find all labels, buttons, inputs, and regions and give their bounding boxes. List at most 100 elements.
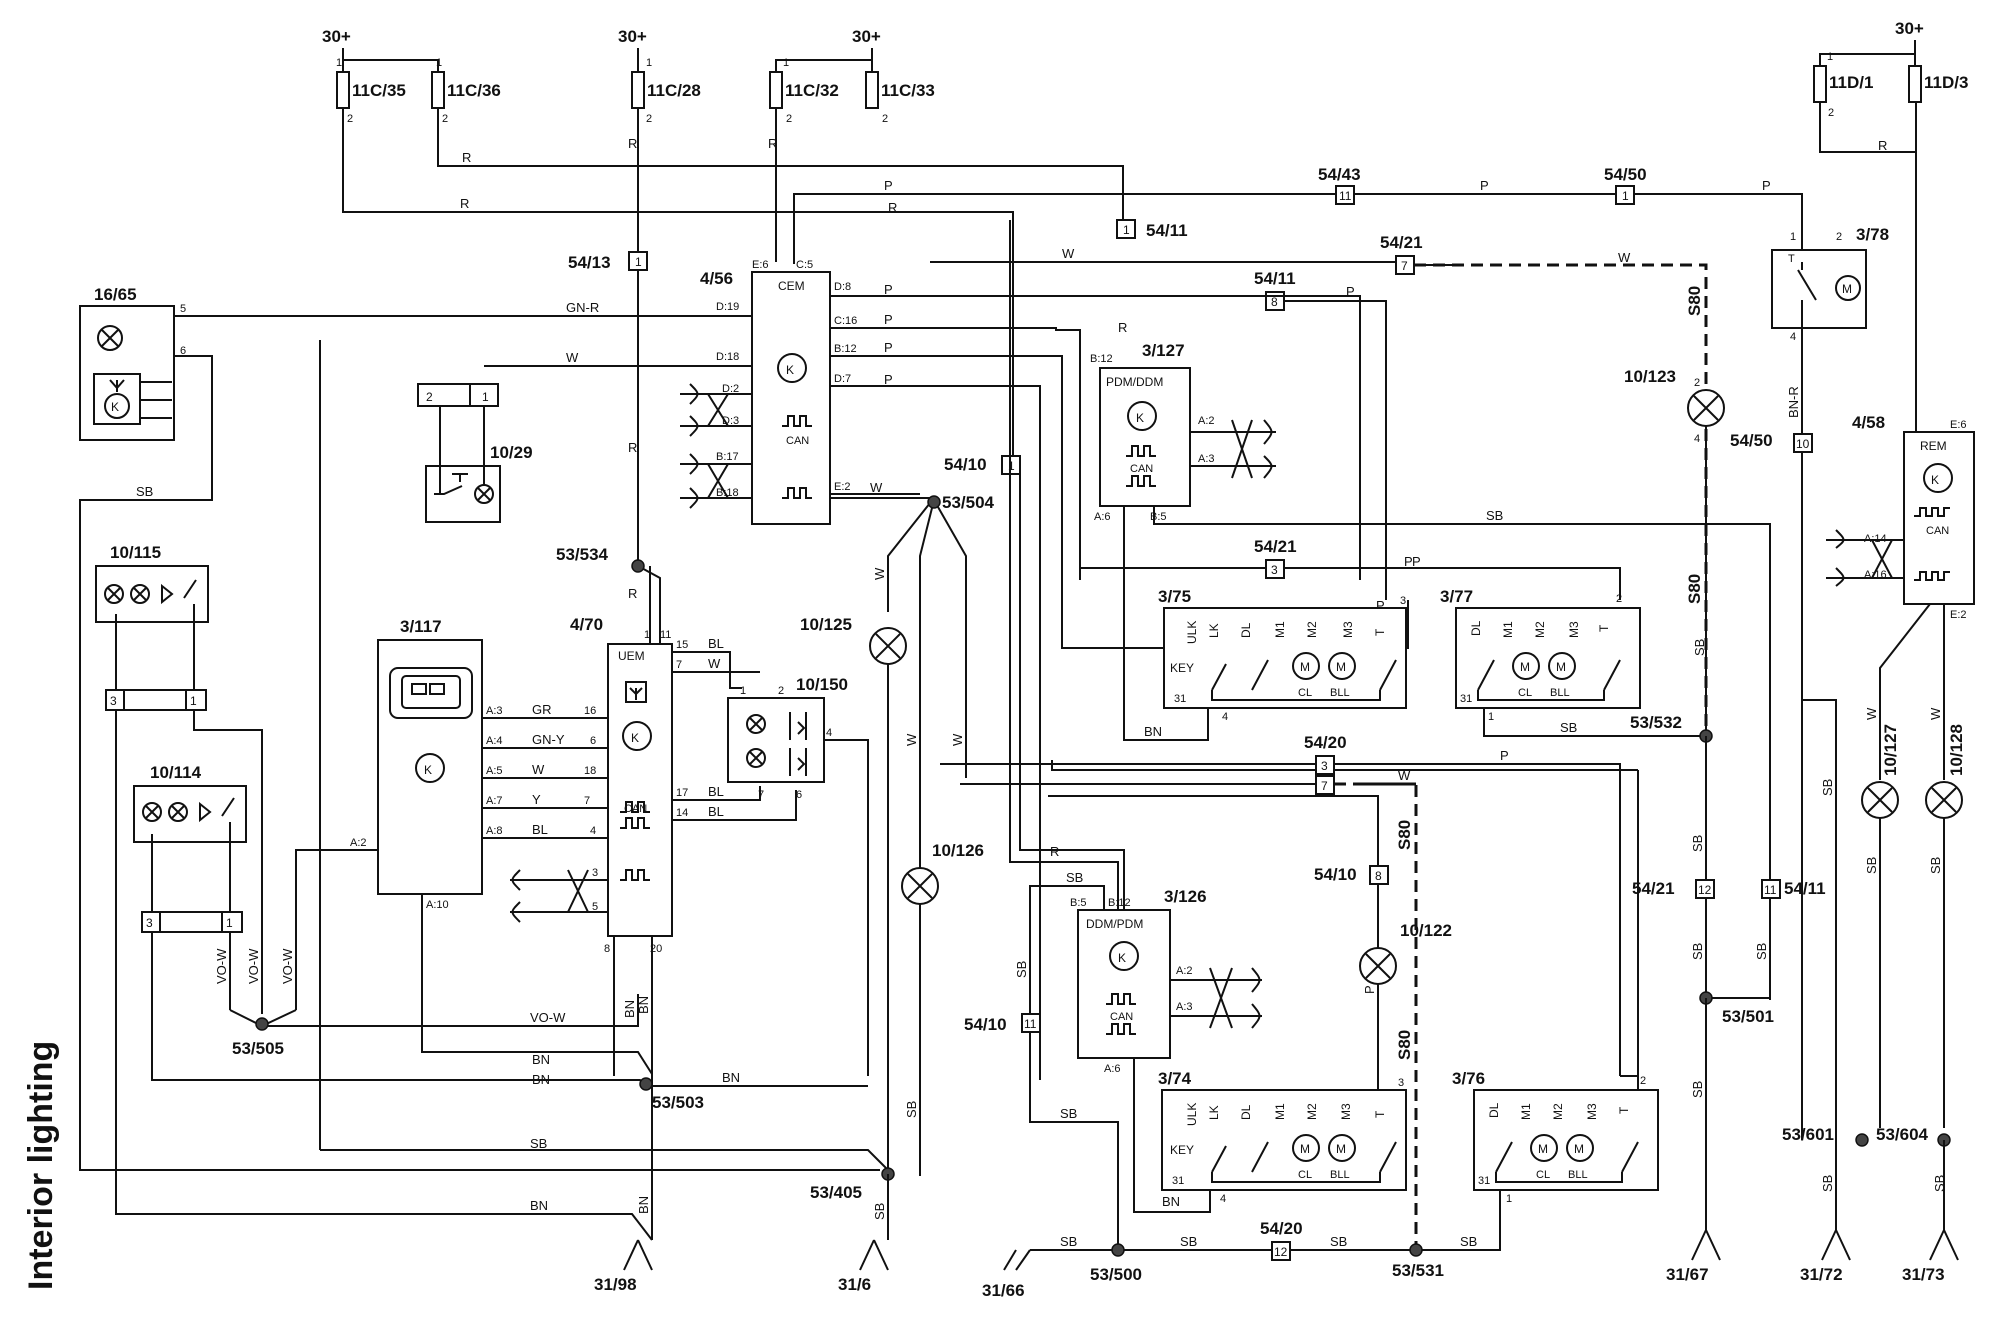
svg-text:CAN: CAN: [1110, 1011, 1133, 1023]
svg-text:3/74: 3/74: [1158, 1069, 1192, 1088]
svg-text:A:6: A:6: [1104, 1063, 1121, 1075]
svg-text:3/126: 3/126: [1164, 887, 1207, 906]
component-10-29: 2 1 W 10/29: [417, 350, 752, 523]
svg-text:CL: CL: [1536, 1169, 1550, 1181]
svg-text:SB: SB: [1820, 1175, 1835, 1192]
svg-text:10/125: 10/125: [800, 615, 852, 634]
svg-text:A:4: A:4: [486, 735, 503, 747]
svg-text:2: 2: [426, 390, 433, 404]
diagram-title: Interior lighting: [22, 1041, 60, 1290]
fuse-pin: 2: [347, 113, 353, 125]
svg-text:D:18: D:18: [716, 351, 739, 363]
svg-text:31: 31: [1460, 693, 1472, 705]
svg-text:5: 5: [592, 901, 598, 913]
svg-text:P: P: [1500, 748, 1509, 763]
svg-text:T: T: [1597, 624, 1611, 632]
splice: [631, 559, 645, 573]
svg-text:LK: LK: [1207, 623, 1221, 638]
svg-text:CAN: CAN: [1130, 463, 1153, 475]
svg-text:B:5: B:5: [1070, 897, 1087, 909]
svg-text:BN: BN: [1162, 1194, 1180, 1209]
svg-text:1: 1: [226, 916, 233, 930]
svg-text:BN: BN: [532, 1072, 550, 1087]
ground-label: 31/72: [1800, 1265, 1843, 1284]
svg-text:3: 3: [1321, 759, 1328, 773]
svg-text:D:7: D:7: [834, 373, 851, 385]
connector-54-50: [1615, 185, 1635, 205]
svg-text:ULK: ULK: [1185, 1103, 1199, 1126]
wire-color: P: [884, 178, 893, 193]
fuse-11c32: [769, 71, 783, 109]
svg-text:VO-W: VO-W: [530, 1010, 566, 1025]
svg-text:M2: M2: [1305, 1103, 1319, 1120]
component-label: 10/29: [490, 443, 533, 462]
svg-text:KEY: KEY: [1170, 661, 1194, 675]
svg-text:SB: SB: [1060, 1106, 1077, 1121]
svg-text:A:5: A:5: [486, 765, 503, 777]
module-name: UEM: [618, 649, 645, 663]
connector-54-20a: 3 7 54/20 P W: [940, 733, 1621, 1076]
svg-text:31: 31: [1172, 1175, 1184, 1187]
svg-text:CL: CL: [1298, 687, 1312, 699]
svg-text:P: P: [1404, 554, 1413, 569]
svg-text:B:12: B:12: [1108, 897, 1131, 909]
svg-text:54/20: 54/20: [1260, 1219, 1303, 1238]
svg-text:B:12: B:12: [1090, 353, 1113, 365]
connector-54-43: [1335, 185, 1355, 205]
svg-text:KEY: KEY: [1170, 1143, 1194, 1157]
svg-text:GN-R: GN-R: [566, 300, 599, 315]
fuse-11c28: [631, 71, 645, 109]
connector-label: 54/13: [568, 253, 611, 272]
svg-text:53/405: 53/405: [810, 1183, 862, 1202]
svg-text:BL: BL: [708, 804, 724, 819]
svg-text:BLL: BLL: [1568, 1169, 1588, 1181]
svg-text:BL: BL: [708, 636, 724, 651]
svg-text:SB: SB: [1690, 835, 1705, 852]
svg-text:DL: DL: [1487, 1102, 1501, 1118]
svg-text:B:12: B:12: [834, 343, 857, 355]
svg-text:12: 12: [1274, 1245, 1288, 1259]
svg-text:3: 3: [1271, 563, 1278, 577]
svg-text:SB: SB: [1486, 508, 1503, 523]
fuse-label: 11C/28: [647, 81, 701, 100]
svg-text:D:2: D:2: [722, 383, 739, 395]
connector-54-21b: 3 54/21 P: [1088, 537, 1621, 600]
component-label: 10/127: [1881, 724, 1900, 776]
svg-text:M3: M3: [1339, 1103, 1353, 1120]
svg-text:P: P: [1346, 284, 1355, 299]
svg-text:S80: S80: [1685, 286, 1704, 316]
svg-text:M: M: [1842, 282, 1852, 296]
lock-label: 3/75: [1158, 587, 1191, 606]
svg-text:10/114: 10/114: [150, 763, 202, 782]
module-name: REM: [1920, 439, 1947, 453]
svg-text:SB: SB: [1864, 857, 1879, 874]
svg-text:BN: BN: [722, 1070, 740, 1085]
svg-text:A:8: A:8: [486, 825, 503, 837]
wire-color: R: [1118, 320, 1127, 335]
svg-text:BN: BN: [636, 996, 651, 1014]
svg-text:P: P: [884, 282, 893, 297]
svg-text:P: P: [884, 340, 893, 355]
component-label: 10/123: [1624, 367, 1676, 386]
svg-text:K: K: [1136, 411, 1144, 425]
supply-label: 30+: [322, 27, 351, 46]
svg-text:R: R: [1050, 844, 1059, 859]
fuse-11c36: [431, 71, 445, 109]
svg-text:E:2: E:2: [1950, 609, 1967, 621]
svg-text:7: 7: [1321, 779, 1328, 793]
svg-text:53/501: 53/501: [1722, 1007, 1774, 1026]
svg-text:54/21: 54/21: [1632, 879, 1675, 898]
wire-color: P: [1762, 178, 1771, 193]
fuse-pin: 1: [783, 57, 789, 69]
svg-text:2: 2: [1616, 593, 1622, 605]
svg-text:3: 3: [592, 867, 598, 879]
svg-text:T: T: [1788, 253, 1795, 265]
svg-text:SB: SB: [872, 1203, 887, 1220]
svg-text:SB: SB: [1928, 857, 1943, 874]
svg-text:A:7: A:7: [486, 795, 503, 807]
svg-text:M: M: [1538, 1142, 1548, 1156]
svg-text:8: 8: [1375, 869, 1382, 883]
svg-text:10: 10: [1796, 437, 1810, 451]
svg-text:2: 2: [1694, 377, 1700, 389]
svg-text:2: 2: [1836, 231, 1842, 243]
